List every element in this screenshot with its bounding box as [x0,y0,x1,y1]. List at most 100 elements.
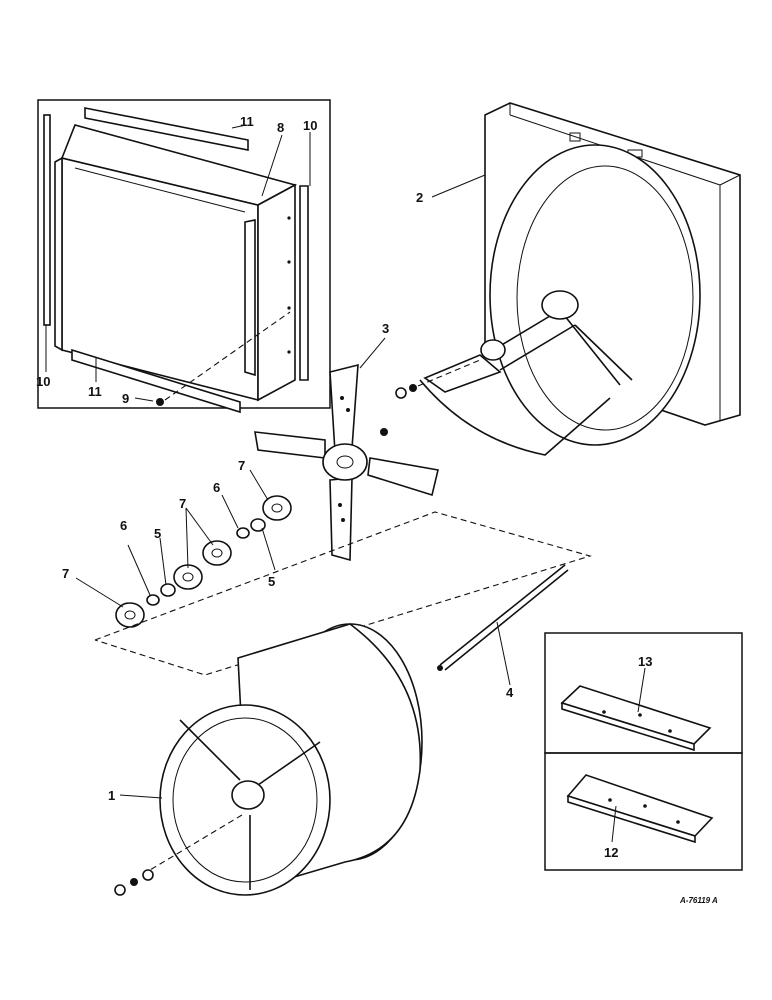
leader-lines [45,124,646,843]
leader-line [127,544,151,596]
spacer-bore [211,548,223,558]
angle-bracket-12-flange [567,794,696,844]
nut [409,384,417,392]
drive-shaft [437,564,569,671]
shaft-body [444,569,569,671]
assembly-line [149,814,243,871]
callout-7-middle: 7 [179,496,186,511]
spacer-bore [124,610,136,620]
blade-rivet [338,503,342,507]
angle-bracket-13-flange [561,701,695,752]
leader-line [119,794,163,799]
exploded-group-outline [94,511,592,676]
bolt-hole [287,306,291,310]
bracket-plate [423,354,502,393]
drum-front-inner [172,717,318,883]
leader-line [431,174,486,198]
leader-line [637,667,646,713]
callout-4: 4 [506,685,514,700]
callout-labels: 11 8 10 10 11 9 2 3 7 6 5 7 5 6 7 4 1 13… [36,114,718,905]
washer [146,594,160,606]
shaft-body [439,564,566,666]
washer [114,884,126,896]
callout-1: 1 [108,788,115,803]
right-channel [244,219,256,377]
shroud-ring-inner [516,165,694,431]
callout-11-top: 11 [240,114,254,129]
washer [142,869,154,881]
callout-7-upper: 7 [238,458,245,473]
bracket-arm [499,324,576,371]
callout-12: 12 [604,845,618,860]
spacer-plate [115,602,145,628]
drum-hub [231,780,265,810]
radiator-screen-inset [37,99,331,414]
bolt-hole [287,350,291,354]
drawing-number: A-76119 A [679,896,718,905]
bracket-mount [480,339,506,361]
bolt-hole [676,820,680,824]
callout-10-right: 10 [303,118,317,133]
bracket-hub [541,290,579,320]
fan-hub [322,443,368,481]
leader-line [231,124,247,129]
core-inner-edge [74,167,246,213]
callout-5-right: 5 [268,574,275,589]
callout-3: 3 [382,321,389,336]
nut [380,428,388,436]
callout-13: 13 [638,654,652,669]
blade-rivet [340,396,344,400]
assembly-line [417,359,481,387]
washer [395,387,407,399]
leader-line [185,507,214,546]
callout-6-upper: 6 [213,480,220,495]
leader-line [249,469,269,501]
side-seal-right [299,185,309,381]
leader-line [221,494,239,529]
bottom-seal-strip [71,348,241,414]
leader-line [159,537,167,586]
bolt-hole [638,713,642,717]
callout-2: 2 [416,190,423,205]
drum-spoke [179,719,241,781]
callout-8: 8 [277,120,284,135]
spacer-bore [271,503,283,513]
shroud-ring-outer [489,144,701,446]
bracket-leg [574,324,633,381]
leader-line [134,397,154,402]
spacer-stack [115,495,292,628]
bracket-leg [559,309,621,386]
spacer-plate [173,564,203,590]
callout-11-bottom: 11 [88,384,102,399]
fan-mount-hardware [380,359,481,436]
inset-frame-lower [544,752,743,871]
shroud-lower-lip [419,379,611,456]
callout-7-lower: 7 [62,566,69,581]
spacer-plate [262,495,292,521]
bolt-hole [608,798,612,802]
bolt-hole [668,729,672,733]
fan-shroud [419,102,741,456]
shaft-end [437,665,443,671]
leader-line [261,134,283,197]
fan-blade-right [367,457,439,497]
shroud-edge [719,174,741,186]
callout-5-left: 5 [154,526,161,541]
left-channel [54,156,63,352]
fan-hub-bore [336,455,354,469]
callout-9: 9 [122,391,129,406]
leader-line [75,577,124,608]
bolt-hole [287,216,291,220]
spacer-plate [202,540,232,566]
leader-line [185,507,189,569]
top-seal-strip [84,107,249,151]
inset-frame [37,99,331,409]
bolt-hole [287,260,291,264]
leader-line [496,621,511,686]
washer [236,527,250,539]
drum-hardware [114,869,154,896]
nut [130,878,138,886]
blade-rivet [346,408,350,412]
bearing [160,583,176,597]
